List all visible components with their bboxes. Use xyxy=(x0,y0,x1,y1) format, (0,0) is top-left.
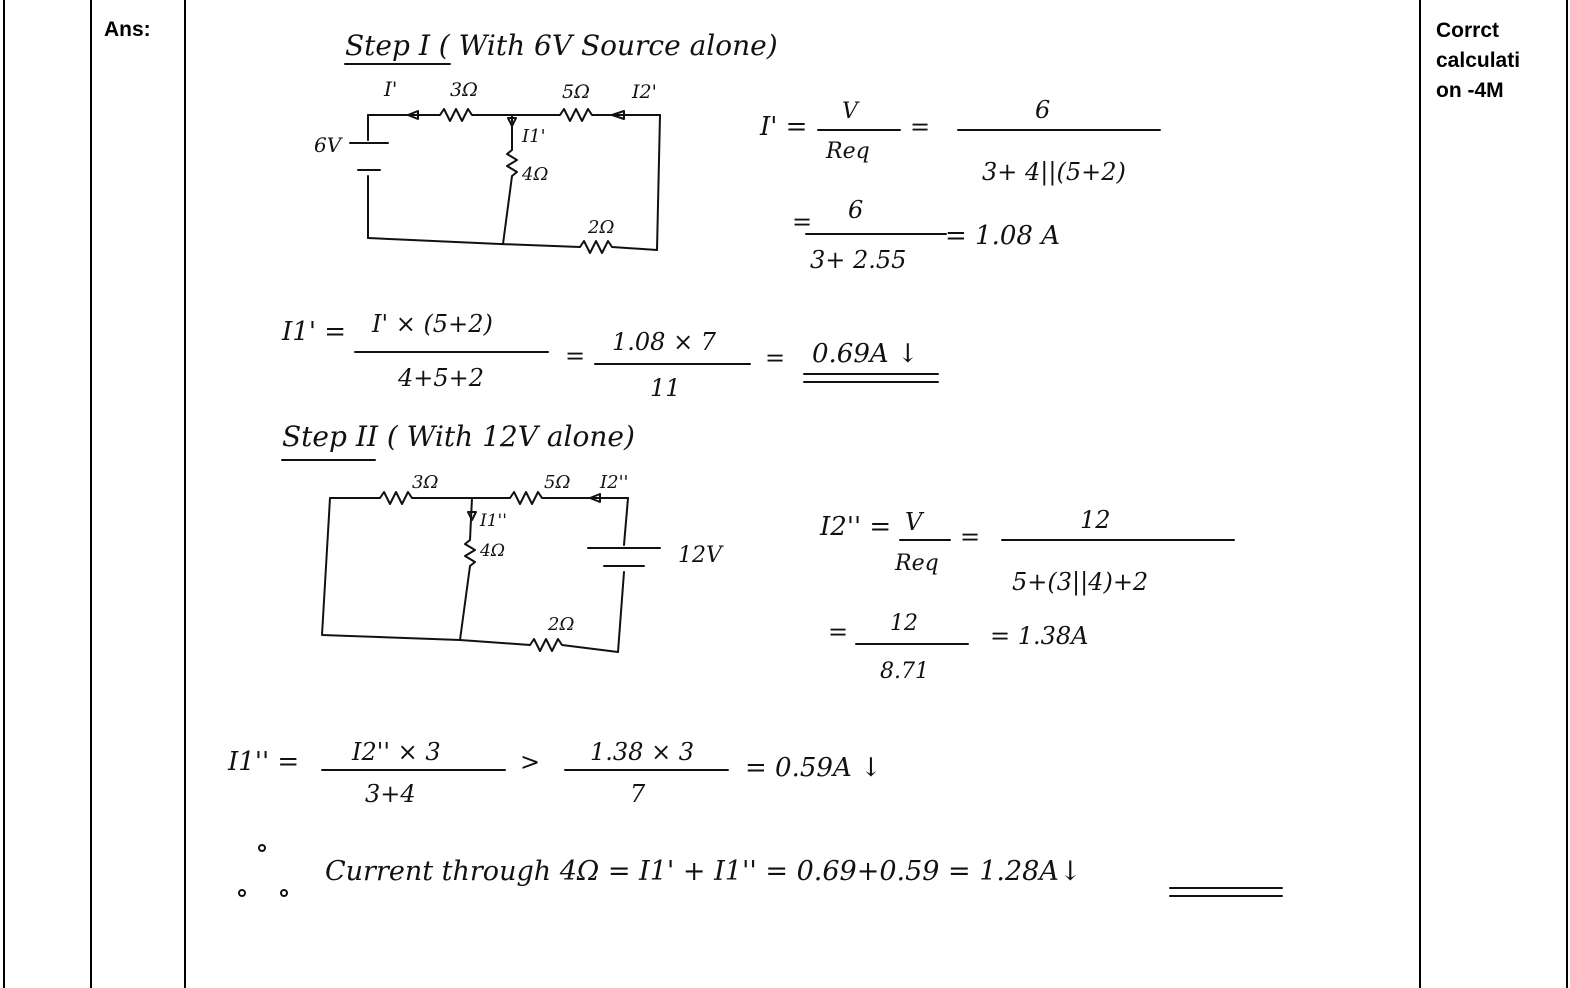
eq-result: 0.69A ↓ xyxy=(812,339,919,369)
circuit-2: 12V 3Ω 5Ω I2'' I1'' 4Ω 2Ω xyxy=(321,472,724,653)
eq-lhs: I2'' = xyxy=(819,512,891,542)
step2-equations: I2'' = V Req = 12 5+(3||4)+2 = 12 8.71 =… xyxy=(819,506,1235,684)
resistor-label: 2Ω xyxy=(587,217,614,238)
step1-equations: I' = V Req = 6 3+ 4||(5+2) = 6 3+ 2.55 =… xyxy=(759,96,1161,274)
current-label: I1'' xyxy=(479,511,507,531)
svg-text:>: > xyxy=(520,748,540,776)
eq-numerator: I' × (5+2) xyxy=(371,310,493,338)
eq-denominator: 3+4 xyxy=(365,780,416,808)
eq-lhs: I1' = xyxy=(281,317,346,347)
resistor-label: 5Ω xyxy=(544,472,570,493)
eq-numerator: 1.08 × 7 xyxy=(612,328,717,356)
eq-result: = 0.59A ↓ xyxy=(745,753,882,783)
svg-text:=: = xyxy=(910,113,930,141)
marks-line: Corrct xyxy=(1436,19,1500,42)
resistor-label: 4Ω xyxy=(521,164,548,185)
eq-numerator: 12 xyxy=(890,611,918,636)
eq-numerator: 6 xyxy=(848,196,863,224)
conclusion-line: Current through 4Ω = I1' + I1'' = 0.69+0… xyxy=(325,856,1081,887)
eq-numerator: 12 xyxy=(1080,506,1111,534)
current-label: I2' xyxy=(631,81,657,103)
marks-line: calculati xyxy=(1436,49,1521,72)
current-label: I2'' xyxy=(599,472,628,493)
answer-label: Ans: xyxy=(104,18,151,41)
eq-denominator: 7 xyxy=(630,780,646,808)
eq-numerator: V xyxy=(905,508,925,536)
svg-text:=: = xyxy=(828,618,848,646)
eq-lhs: I1'' = xyxy=(227,747,299,777)
eq-numerator: 1.38 × 3 xyxy=(590,738,694,766)
conclusion: Current through 4Ω = I1' + I1'' = 0.69+0… xyxy=(238,844,1283,897)
eq-denominator: 11 xyxy=(650,374,681,402)
circuit-1: 6V I' 3Ω 5Ω I2' I1' 4Ω 2Ω xyxy=(314,77,661,254)
eq-denominator: 5+(3||4)+2 xyxy=(1012,568,1148,597)
resistor-label: 2Ω xyxy=(547,614,574,635)
eq-numerator: I2'' × 3 xyxy=(351,738,441,766)
step2-branch-current: I1'' = I2'' × 3 3+4 > 1.38 × 3 7 = 0.59A… xyxy=(227,738,882,808)
source-label: 12V xyxy=(678,543,724,568)
eq-denominator: 3+ 4||(5+2) xyxy=(982,158,1126,187)
eq-numerator: V xyxy=(842,99,860,124)
eq-result: = 1.08 A xyxy=(945,221,1060,251)
resistor-label: 3Ω xyxy=(412,472,438,493)
svg-text:=: = xyxy=(792,208,812,236)
marks-line: on -4M xyxy=(1436,79,1504,102)
source-label: 6V xyxy=(314,133,344,157)
step1-branch-current: I1' = I' × (5+2) 4+5+2 = 1.08 × 7 11 = 0… xyxy=(281,310,939,402)
resistor-label: 4Ω xyxy=(479,541,505,561)
step1-heading: Step I ( With 6V Source alone) xyxy=(345,29,778,62)
resistor-label: 5Ω xyxy=(562,81,590,103)
eq-denominator: 4+5+2 xyxy=(397,364,484,392)
current-label: I' xyxy=(383,77,397,101)
eq-denominator: 3+ 2.55 xyxy=(810,246,906,274)
eq-result: = 1.38A xyxy=(990,622,1089,650)
svg-text:=: = xyxy=(960,523,980,551)
marks-note: Corrct calculati on -4M xyxy=(1436,16,1564,106)
svg-text:=: = xyxy=(765,344,785,372)
resistor-label: 3Ω xyxy=(450,79,478,101)
step2-heading: Step II ( With 12V alone) xyxy=(282,420,635,453)
eq-lhs: I' = xyxy=(759,112,807,142)
eq-denominator: Req xyxy=(894,551,939,576)
eq-denominator: Req xyxy=(825,139,870,164)
eq-numerator: 6 xyxy=(1035,96,1050,124)
svg-text:=: = xyxy=(565,342,585,370)
eq-denominator: 8.71 xyxy=(880,659,929,684)
current-label: I1' xyxy=(521,126,546,147)
